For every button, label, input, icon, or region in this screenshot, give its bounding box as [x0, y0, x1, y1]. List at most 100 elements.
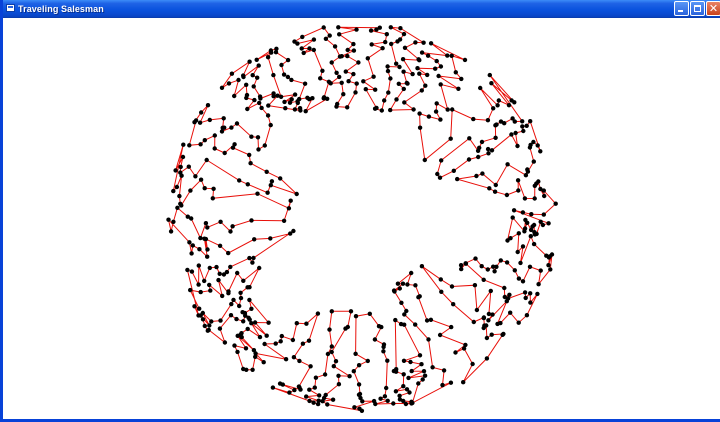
city-point	[334, 70, 339, 75]
city-point	[529, 212, 534, 217]
city-point	[397, 37, 403, 42]
minimize-button[interactable]	[674, 1, 689, 16]
city-point	[549, 252, 555, 257]
city-point	[196, 282, 201, 287]
city-point	[220, 293, 225, 299]
city-point	[268, 183, 273, 188]
city-point	[426, 337, 431, 342]
city-point	[401, 372, 406, 377]
city-point	[332, 44, 338, 49]
city-point	[259, 105, 264, 111]
city-point	[300, 34, 305, 40]
city-point	[527, 145, 533, 150]
city-point	[531, 241, 537, 247]
maximize-button[interactable]	[690, 1, 705, 16]
city-point	[202, 278, 207, 284]
city-point	[336, 382, 342, 387]
city-point	[538, 219, 543, 224]
city-point	[515, 143, 520, 149]
city-point	[505, 238, 510, 243]
city-point	[524, 313, 530, 318]
city-point	[487, 186, 492, 191]
city-point	[229, 125, 234, 130]
city-point	[204, 157, 209, 163]
city-point	[189, 251, 194, 256]
city-point	[553, 201, 558, 206]
city-point	[228, 313, 234, 318]
city-point	[214, 264, 219, 270]
city-point	[212, 133, 217, 138]
city-point	[523, 295, 528, 301]
city-point	[343, 69, 348, 74]
city-point	[306, 338, 312, 343]
city-point	[449, 324, 454, 330]
city-point	[528, 300, 533, 305]
city-point	[430, 365, 435, 370]
city-point	[456, 86, 461, 92]
city-point	[248, 161, 253, 166]
city-point	[279, 333, 284, 339]
city-point	[512, 268, 517, 273]
city-point	[256, 63, 261, 68]
city-point	[417, 58, 422, 63]
city-point	[279, 62, 284, 68]
city-point	[232, 343, 237, 348]
city-point	[404, 387, 410, 392]
city-point	[395, 281, 401, 286]
city-point	[538, 186, 543, 192]
city-point	[245, 182, 250, 187]
city-point	[445, 53, 450, 58]
city-point	[212, 146, 217, 151]
city-point	[528, 119, 533, 124]
city-point	[478, 85, 483, 91]
city-point	[256, 147, 261, 152]
city-point	[493, 123, 498, 128]
city-point	[348, 309, 354, 314]
city-point	[228, 264, 233, 270]
city-point	[323, 392, 328, 398]
city-point	[178, 201, 183, 206]
city-point	[281, 218, 287, 223]
city-point	[241, 278, 246, 283]
city-point	[308, 364, 313, 369]
city-point	[522, 290, 528, 295]
city-point	[377, 25, 382, 30]
city-point	[290, 337, 296, 343]
close-button[interactable]: ✕	[706, 1, 720, 16]
city-point	[336, 25, 341, 30]
city-point	[513, 130, 518, 136]
city-point	[384, 385, 389, 391]
city-point	[307, 46, 312, 51]
city-point	[435, 171, 440, 177]
city-point	[226, 81, 232, 86]
title-bar[interactable]: Traveling Salesman ✕	[3, 0, 720, 18]
city-point	[511, 208, 517, 213]
city-point	[488, 288, 493, 294]
city-point	[274, 46, 279, 51]
city-point	[297, 106, 303, 111]
city-point	[257, 100, 262, 106]
city-point	[422, 157, 427, 163]
city-point	[345, 53, 350, 59]
city-point	[250, 367, 255, 372]
city-point	[528, 227, 534, 233]
city-point	[448, 380, 454, 385]
city-point	[249, 134, 254, 139]
city-point	[428, 41, 434, 46]
city-point	[407, 390, 412, 395]
city-point	[531, 139, 536, 145]
city-point	[525, 167, 530, 172]
city-point	[292, 387, 297, 393]
city-point	[317, 393, 322, 398]
tour-route	[167, 26, 557, 412]
city-point	[234, 121, 240, 126]
city-point	[425, 72, 430, 78]
city-point	[490, 312, 495, 317]
city-point	[268, 236, 273, 241]
city-point	[289, 97, 294, 102]
city-point	[548, 267, 553, 272]
city-point	[205, 254, 210, 259]
city-point	[372, 337, 378, 342]
city-point	[459, 266, 464, 272]
city-point	[330, 397, 336, 402]
